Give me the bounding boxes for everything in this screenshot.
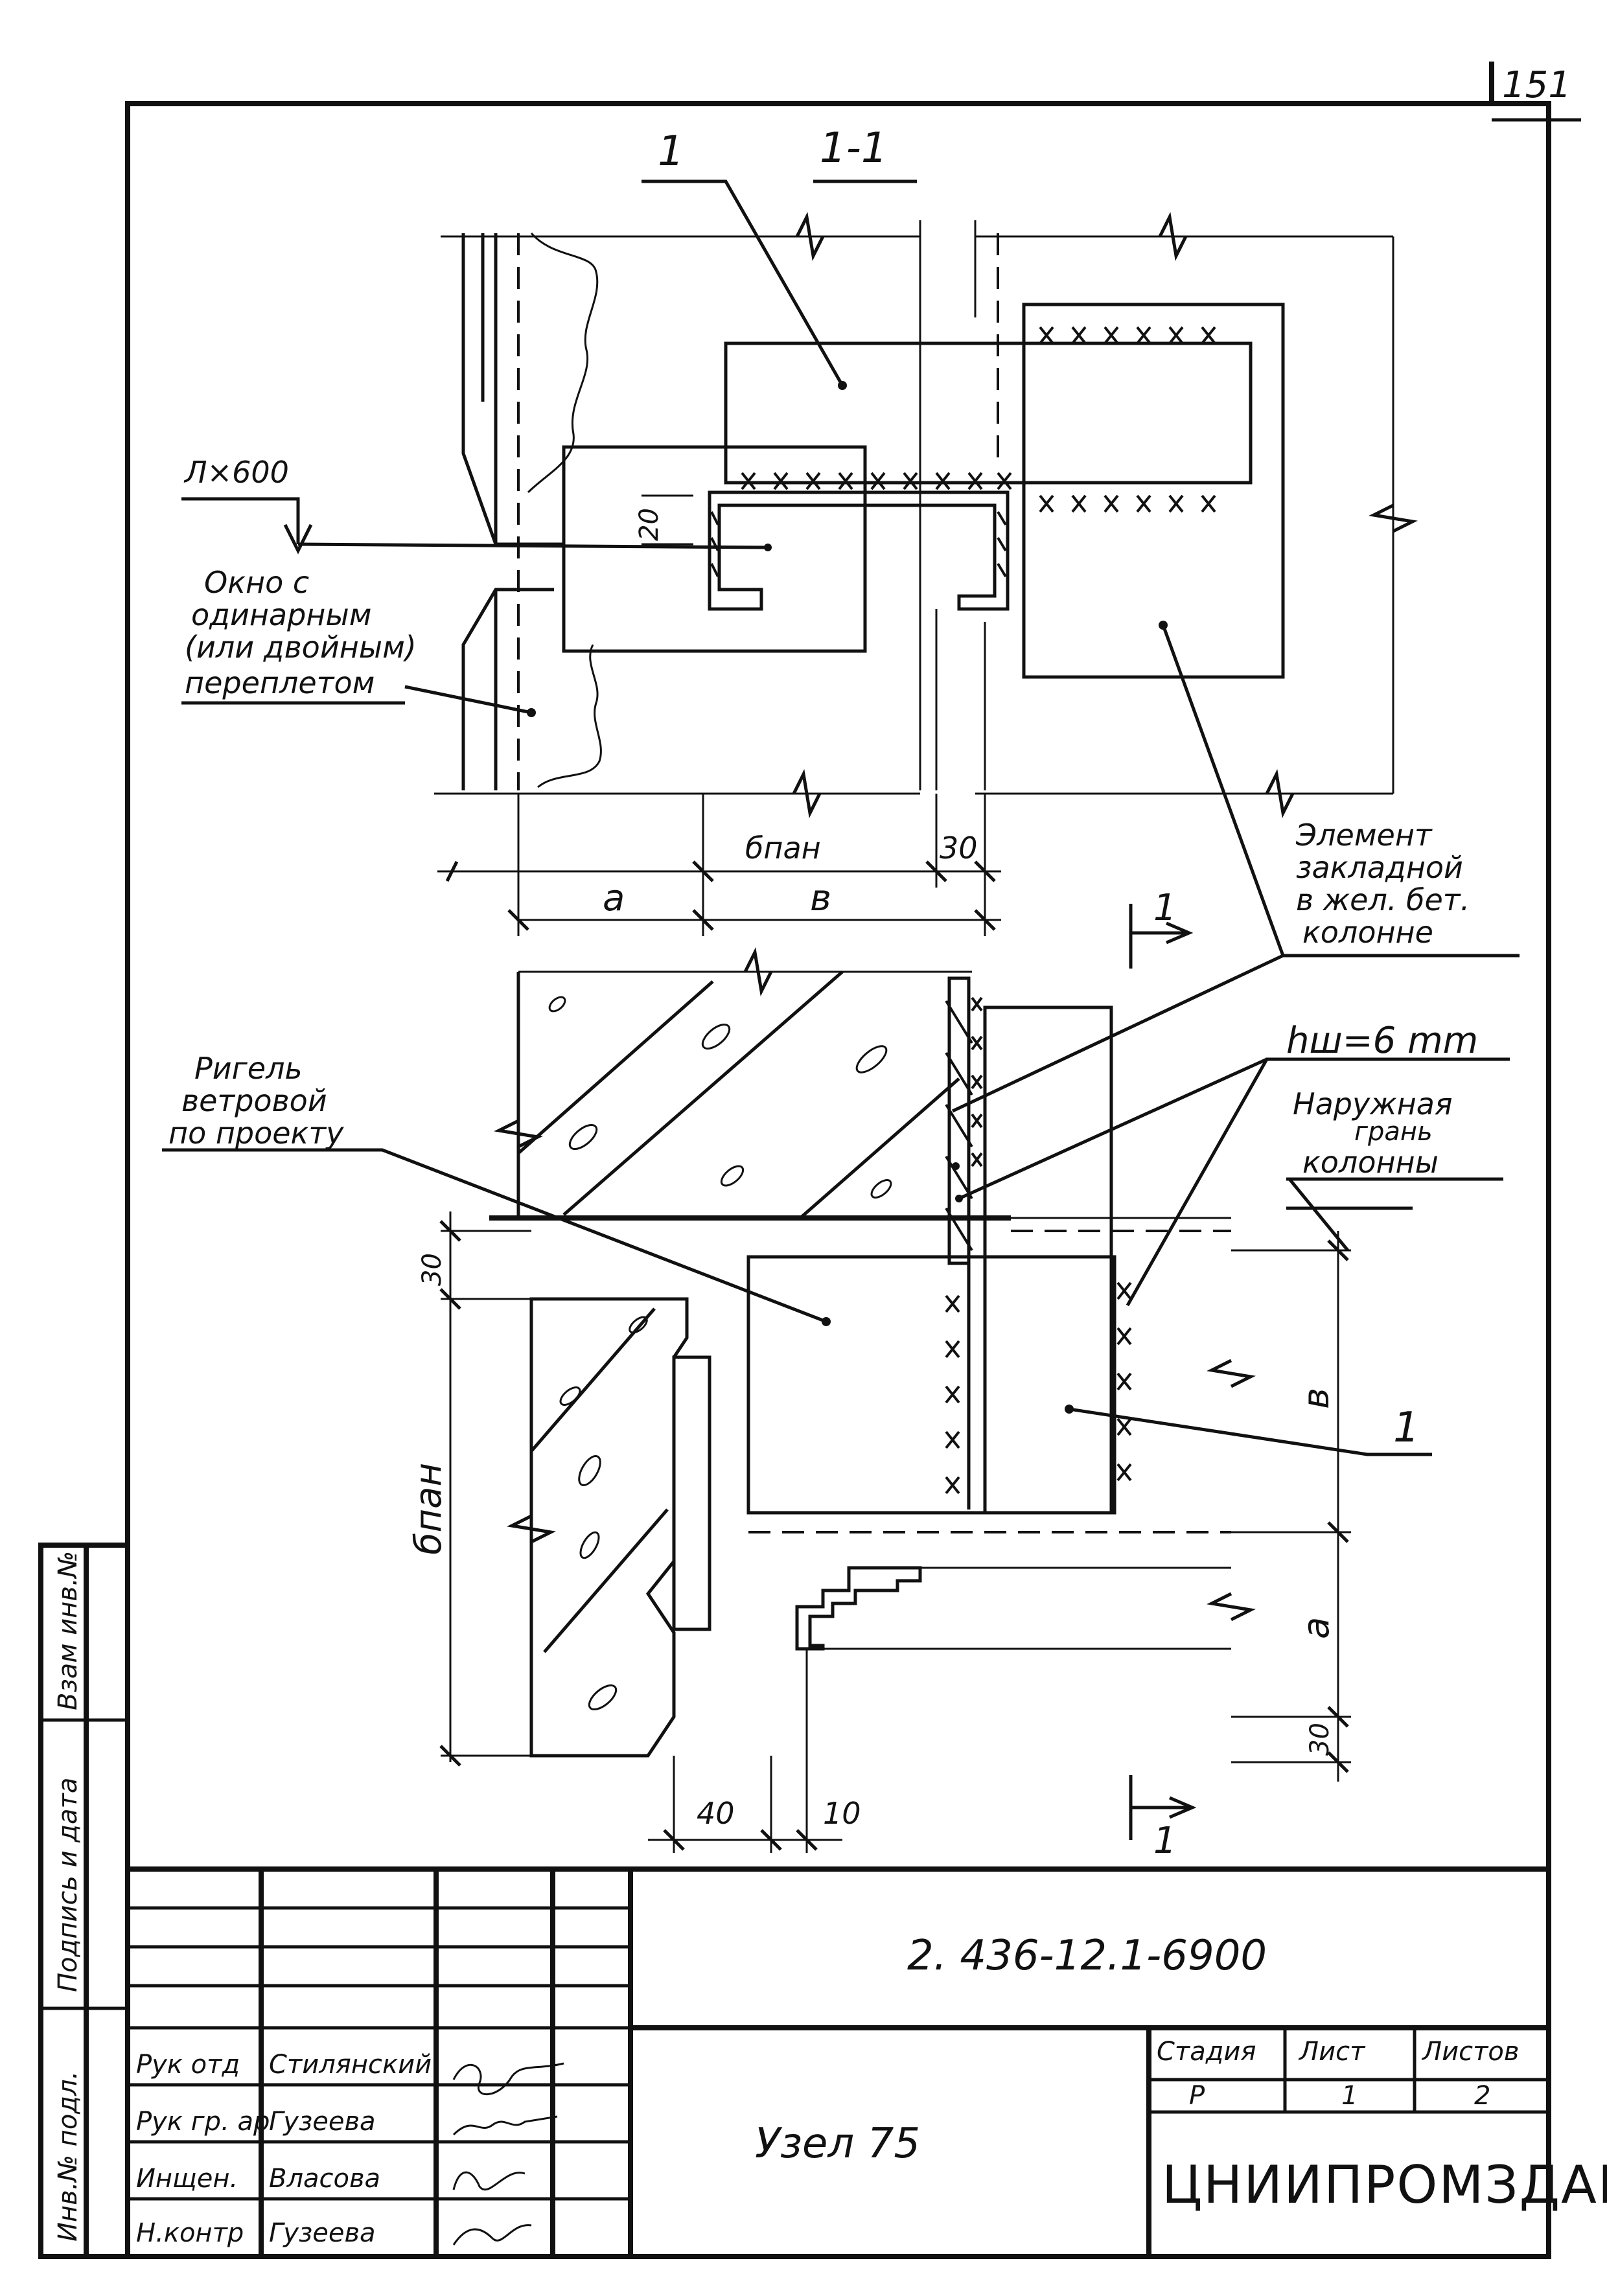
dim-30-right: 30 bbox=[1305, 1723, 1335, 1756]
embed-label-4: колонне bbox=[1302, 915, 1433, 950]
face-label-1: Наружная bbox=[1293, 1086, 1453, 1121]
weld-label: hш=6 mm bbox=[1286, 1020, 1478, 1062]
dim-a-top: а bbox=[603, 877, 625, 919]
embed-label-3: в жел. бет. bbox=[1296, 882, 1470, 917]
dim-40: 40 bbox=[697, 1796, 735, 1831]
side-label-signature: Подпись и дата bbox=[53, 1778, 83, 1992]
embed-label-1: Элемент bbox=[1295, 818, 1433, 853]
window-label-3: (или двойным) bbox=[185, 630, 417, 665]
face-label-2: грань bbox=[1354, 1117, 1433, 1147]
window-label-2: одинарным bbox=[191, 597, 371, 632]
section-marker-bottom: 1 bbox=[1153, 1820, 1177, 1862]
face-label-3: колонны bbox=[1302, 1145, 1439, 1180]
section-marker-top: 1 bbox=[1153, 887, 1177, 929]
window-label-1: Окно с bbox=[204, 565, 309, 600]
lower-plan bbox=[439, 947, 1413, 1853]
upper-dimensions bbox=[437, 794, 1001, 936]
dim-a-right: а bbox=[1295, 1617, 1337, 1639]
drawing-frame bbox=[125, 62, 1581, 2259]
dim-b-top: в bbox=[810, 877, 831, 919]
name-1: Стилянский bbox=[269, 2050, 432, 2080]
opening-label: Л×600 bbox=[183, 455, 289, 490]
beam-label-2: ветровой bbox=[181, 1083, 327, 1118]
stage-header: Стадия bbox=[1157, 2037, 1256, 2067]
dim-30-left: 30 bbox=[417, 1253, 447, 1286]
beam-label-1: Ригель bbox=[194, 1051, 303, 1086]
sheet-header: Лист bbox=[1298, 2037, 1366, 2067]
dim-10: 10 bbox=[823, 1796, 861, 1831]
drawing-code: 2. 436-12.1-6900 bbox=[907, 1932, 1267, 1980]
callout-item-side: 1 bbox=[1393, 1404, 1420, 1452]
embed-label-2: закладной bbox=[1296, 850, 1463, 885]
section-label: 1-1 bbox=[820, 124, 888, 172]
dim-20: 20 bbox=[634, 508, 664, 541]
side-label-replace: Взам инв.№ bbox=[53, 1551, 83, 1710]
role-2: Рук гр. ар bbox=[136, 2107, 270, 2137]
name-3: Власова bbox=[269, 2164, 380, 2194]
callout-item-top: 1 bbox=[658, 128, 684, 176]
role-4: Н.контр bbox=[136, 2218, 244, 2248]
side-stamp bbox=[38, 1543, 130, 2259]
sheet-value: 1 bbox=[1341, 2081, 1358, 2111]
dim-30-top: 30 bbox=[940, 831, 978, 866]
upper-section bbox=[434, 212, 1418, 818]
title-block bbox=[128, 1866, 1549, 2256]
node-title: Узел 75 bbox=[755, 2120, 920, 2168]
name-2: Гузеева bbox=[269, 2107, 376, 2137]
page-number: 151 bbox=[1502, 64, 1571, 106]
dim-b-pan-top: бпан bbox=[745, 831, 821, 866]
stage-value: Р bbox=[1189, 2081, 1205, 2111]
role-1: Рук отд bbox=[136, 2050, 240, 2080]
sheets-value: 2 bbox=[1474, 2081, 1490, 2111]
dim-b-right: в bbox=[1295, 1388, 1337, 1409]
sheets-header: Листов bbox=[1421, 2037, 1519, 2067]
side-label-inventory: Инв.№ подл. bbox=[53, 2071, 83, 2242]
dim-b-pan-left: бпан bbox=[408, 1463, 450, 1555]
beam-label-3: по проекту bbox=[168, 1116, 344, 1151]
name-4: Гузеева bbox=[269, 2218, 376, 2248]
window-label-4: переплетом bbox=[185, 665, 375, 700]
role-3: Инщен. bbox=[136, 2164, 238, 2194]
handwritten-signatures bbox=[452, 2062, 564, 2245]
organization-name: ЦНИИПРОМЗДАНИЙ bbox=[1162, 2154, 1607, 2215]
